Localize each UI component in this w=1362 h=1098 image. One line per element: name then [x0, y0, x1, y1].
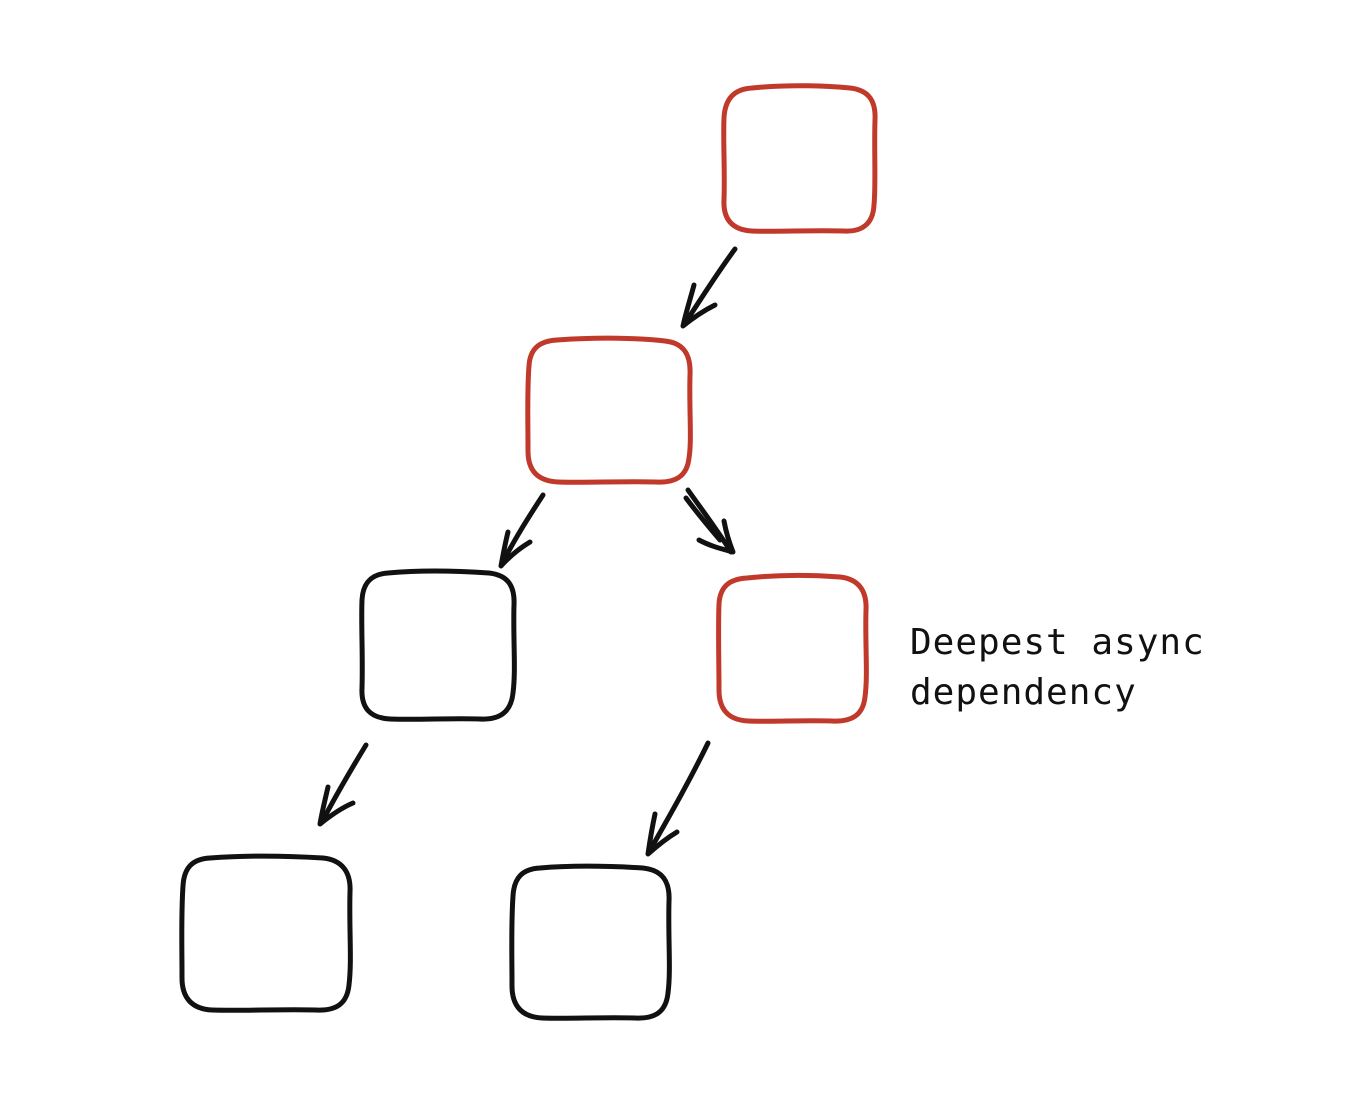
node-level3-right — [509, 863, 672, 1021]
arrow-level2-right-to-level3-right — [645, 740, 711, 857]
node-level1 — [525, 335, 693, 485]
node-level3-left — [179, 853, 353, 1013]
annotation-line-2: dependency — [910, 672, 1137, 713]
node-level2-left — [359, 568, 517, 722]
arrow-level1-to-level2-right — [683, 487, 736, 555]
annotation-line-1: Deepest async — [910, 622, 1205, 663]
arrow-root-to-level1 — [680, 246, 738, 329]
arrow-level1-to-level2-left — [498, 492, 546, 569]
node-level2-right — [716, 572, 869, 724]
node-root — [721, 83, 878, 234]
arrow-level2-left-to-level3-left — [317, 742, 369, 827]
deepest-async-dependency-label: Deepest async dependency — [910, 618, 1205, 718]
